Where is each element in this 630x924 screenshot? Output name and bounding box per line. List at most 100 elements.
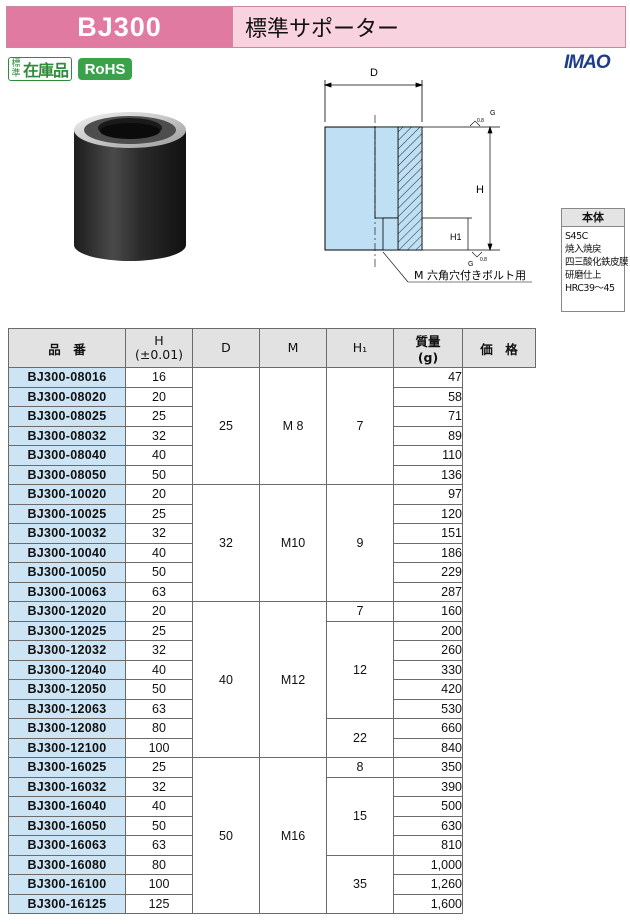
- part-number-cell: BJ300-10025: [8, 503, 126, 524]
- material-spec-box: 本体 S45C 焼入焼戻 四三酸化鉄皮膜 研磨仕上 HRC39～45: [561, 208, 629, 312]
- product-photo: [74, 112, 186, 261]
- height-cell: 40: [125, 542, 193, 563]
- height-cell: 63: [125, 581, 193, 602]
- dim-d-label: D: [370, 67, 378, 79]
- height-cell: 20: [125, 386, 193, 407]
- header-mass-unit: (g): [417, 350, 439, 365]
- mass-cell: 330: [393, 659, 463, 680]
- part-number-cell: BJ300-12020: [8, 601, 126, 622]
- part-number-cell: BJ300-16080: [8, 854, 126, 875]
- part-number-cell: BJ300-12032: [8, 640, 126, 661]
- header-h-tolerance: (±0.01): [134, 347, 184, 362]
- height-cell: 20: [125, 484, 193, 505]
- mass-cell: 840: [393, 737, 463, 758]
- mass-cell: 89: [393, 425, 463, 446]
- bolt-size-cell: M 8: [259, 367, 327, 485]
- technical-drawing: D H H1 G 0.8 G 0.8 M 六角穴付きボルト用: [323, 67, 532, 283]
- part-number-cell: BJ300-16050: [8, 815, 126, 836]
- part-number-cell: BJ300-08025: [8, 406, 126, 427]
- mass-cell: 530: [393, 698, 463, 719]
- height-cell: 32: [125, 425, 193, 446]
- diameter-cell: 50: [192, 757, 260, 914]
- part-number-cell: BJ300-08032: [8, 425, 126, 446]
- diameter-cell: 40: [192, 601, 260, 758]
- header-h: H (±0.01): [125, 328, 193, 368]
- part-number-cell: BJ300-12050: [8, 679, 126, 700]
- header-m: M: [259, 328, 327, 368]
- height-cell: 25: [125, 757, 193, 778]
- mass-cell: 1,600: [393, 893, 463, 914]
- mass-cell: 160: [393, 601, 463, 622]
- stock-badge-small-2: 準: [11, 69, 21, 79]
- spec-material: S45C: [565, 231, 588, 242]
- mass-cell: 810: [393, 835, 463, 856]
- header-part-no: 品 番: [8, 328, 126, 368]
- mass-cell: 120: [393, 503, 463, 524]
- product-code: BJ300: [7, 7, 232, 47]
- stock-badge-label: 在庫品: [23, 61, 69, 80]
- part-number-cell: BJ300-10050: [8, 562, 126, 583]
- part-number-cell: BJ300-16100: [8, 874, 126, 895]
- price-column: [462, 367, 536, 914]
- height-cell: 32: [125, 523, 193, 544]
- height-cell: 63: [125, 835, 193, 856]
- header-d: D: [192, 328, 260, 368]
- header-h1: H₁: [326, 328, 394, 368]
- mass-cell: 47: [393, 367, 463, 388]
- part-number-cell: BJ300-12063: [8, 698, 126, 719]
- mass-cell: 500: [393, 796, 463, 817]
- height-cell: 20: [125, 601, 193, 622]
- header-mass: 質量 (g): [393, 328, 463, 368]
- roughness-bottom: 0.8: [480, 257, 487, 263]
- bolt-size-cell: M12: [259, 601, 327, 758]
- spec-finish: 研磨仕上: [565, 270, 602, 281]
- part-number-cell: BJ300-16063: [8, 835, 126, 856]
- h1-cell: 35: [326, 854, 394, 914]
- part-number-cell: BJ300-08050: [8, 464, 126, 485]
- mass-cell: 58: [393, 386, 463, 407]
- roughness-top: 0.8: [477, 118, 484, 124]
- stock-badge: 標 準 在庫品: [8, 57, 72, 81]
- mass-cell: 630: [393, 815, 463, 836]
- header-mass-label: 質量: [415, 334, 441, 349]
- height-cell: 40: [125, 796, 193, 817]
- height-cell: 80: [125, 718, 193, 739]
- bolt-size-cell: M16: [259, 757, 327, 914]
- part-number-cell: BJ300-12025: [8, 620, 126, 641]
- part-number-cell: BJ300-16125: [8, 893, 126, 914]
- spec-hardness: HRC39～45: [565, 283, 615, 294]
- flatness-g-bottom: G: [468, 261, 473, 268]
- diameter-cell: 25: [192, 367, 260, 485]
- stock-badge-small-1: 標: [11, 59, 21, 69]
- spec-coating: 四三酸化鉄皮膜: [565, 257, 629, 268]
- mass-cell: 200: [393, 620, 463, 641]
- table-header-row: 品 番 H (±0.01) D M H₁ 質量 (g) 価 格: [8, 328, 536, 368]
- flatness-g-top: G: [490, 110, 495, 117]
- mass-cell: 350: [393, 757, 463, 778]
- height-cell: 50: [125, 679, 193, 700]
- part-number-cell: BJ300-08016: [8, 367, 126, 388]
- product-title: 標準サポーター: [232, 7, 625, 47]
- mass-cell: 110: [393, 445, 463, 466]
- mass-cell: 97: [393, 484, 463, 505]
- part-number-cell: BJ300-16025: [8, 757, 126, 778]
- mass-cell: 71: [393, 406, 463, 427]
- h1-cell: 8: [326, 757, 394, 778]
- height-cell: 40: [125, 659, 193, 680]
- part-number-cell: BJ300-10032: [8, 523, 126, 544]
- mass-cell: 260: [393, 640, 463, 661]
- height-cell: 25: [125, 503, 193, 524]
- height-cell: 63: [125, 698, 193, 719]
- mass-cell: 151: [393, 523, 463, 544]
